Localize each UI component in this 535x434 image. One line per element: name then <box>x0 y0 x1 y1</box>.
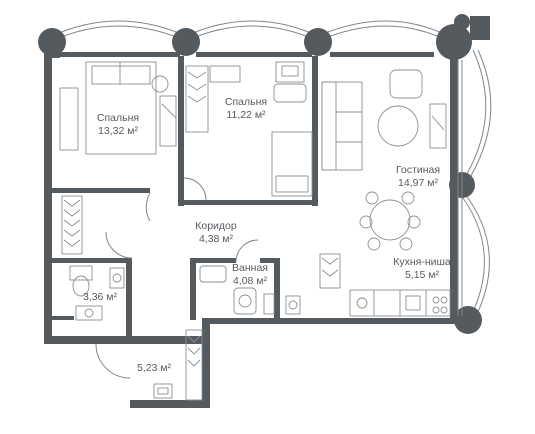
room-name: Спальня <box>96 112 140 124</box>
room-area: 5,15 м² <box>404 269 440 281</box>
room-label-bedroom-2: Спальня 11,22 м² <box>210 96 282 122</box>
doors <box>95 177 259 379</box>
room-label-wc: 3,36 м² <box>64 291 136 304</box>
room-name: Коридор <box>195 220 237 232</box>
wc-fixtures <box>69 265 125 321</box>
bed-bedroom-2 <box>209 61 313 197</box>
room-area: 3,36 м² <box>82 291 118 303</box>
facade-curves <box>51 20 492 321</box>
dining-table <box>359 191 421 251</box>
room-name: Гостиная <box>395 164 441 176</box>
room-area: 13,32 м² <box>98 125 138 137</box>
room-name: Ванная <box>232 262 268 274</box>
balcony-glazing <box>457 60 463 316</box>
room-label-hall: 5,23 м² <box>118 362 190 375</box>
wardrobes <box>61 65 341 401</box>
room-name: Спальня <box>224 96 268 108</box>
room-label-living: Гостиная 14,97 м² <box>382 164 454 190</box>
room-label-kitchen: Кухня-ниша 5,15 м² <box>382 256 462 282</box>
room-label-bathroom: Ванная 4,08 м² <box>214 262 286 288</box>
room-label-bedroom-1: Спальня 13,32 м² <box>82 112 154 138</box>
room-area: 4,08 м² <box>232 275 268 287</box>
hall-fixtures <box>153 383 173 399</box>
walls <box>38 14 490 408</box>
room-label-corridor: Коридор 4,38 м² <box>180 220 252 246</box>
bathroom-fixtures <box>199 265 301 315</box>
room-area: 4,38 м² <box>198 233 234 245</box>
room-area: 11,22 м² <box>226 109 266 121</box>
room-name: Кухня-ниша <box>393 256 451 268</box>
room-area: 5,23 м² <box>136 362 172 374</box>
sofa-living <box>321 69 447 171</box>
kitchen-counter <box>349 289 451 317</box>
room-area: 14,97 м² <box>398 177 438 189</box>
bed-bedroom-1 <box>59 61 177 155</box>
